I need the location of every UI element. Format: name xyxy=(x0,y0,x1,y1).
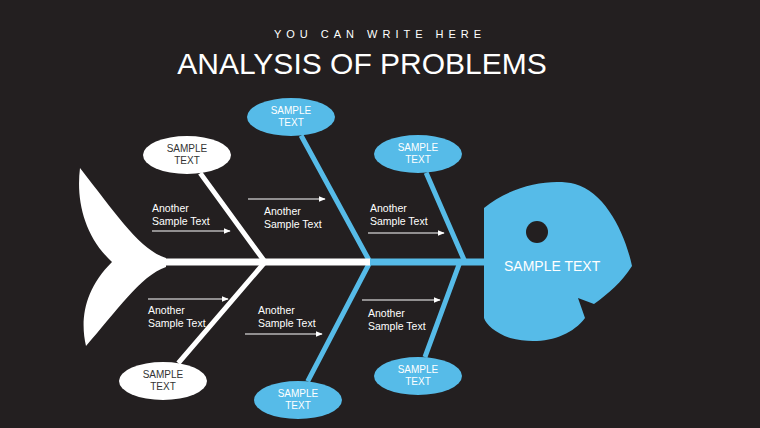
effect-text: SAMPLE TEXT xyxy=(504,258,600,274)
ellipse-outline xyxy=(247,98,335,136)
bone-connector xyxy=(426,173,484,262)
bone-connector xyxy=(301,135,484,262)
cause-label: Another Sample Text xyxy=(148,304,220,329)
cause-ellipse: SAMPLE TEXT xyxy=(143,136,231,174)
ellipse-outline xyxy=(119,362,207,400)
ellipse-outline xyxy=(254,381,342,419)
bone-connector xyxy=(178,262,484,363)
cause-ellipse: SAMPLE TEXT xyxy=(374,357,462,395)
cause-text: SAMPLE TEXT xyxy=(269,388,327,412)
cause-arrow xyxy=(245,333,322,334)
cause-label: Another Sample Text xyxy=(152,202,224,227)
cause-ellipse: SAMPLE TEXT xyxy=(254,381,342,419)
cause-label: Another Sample Text xyxy=(370,202,442,227)
cause-text: SAMPLE TEXT xyxy=(158,143,216,167)
cause-label: Another Sample Text xyxy=(258,304,330,329)
head-outline xyxy=(484,182,632,341)
cause-label: Another Sample Text xyxy=(368,307,440,332)
cause-arrow xyxy=(248,198,325,199)
spine-white xyxy=(150,259,370,266)
cause-text: SAMPLE TEXT xyxy=(262,105,320,129)
cause-text: SAMPLE TEXT xyxy=(134,369,192,393)
ellipse-outline xyxy=(374,135,462,173)
cause-text: SAMPLE TEXT xyxy=(389,142,447,166)
cause-ellipse: SAMPLE TEXT xyxy=(119,362,207,400)
bone-connector xyxy=(425,262,484,357)
cause-ellipse: SAMPLE TEXT xyxy=(247,98,335,136)
bone-connector xyxy=(200,173,484,262)
cause-text: SAMPLE TEXT xyxy=(389,364,447,388)
cause-arrow xyxy=(148,298,228,299)
ellipse-outline xyxy=(143,136,231,174)
fish-head: SAMPLE TEXT xyxy=(480,178,632,346)
cause-arrow xyxy=(362,299,440,300)
cause-label: Another Sample Text xyxy=(264,205,336,230)
fish-eye xyxy=(526,221,548,243)
spine-blue xyxy=(370,259,486,266)
ellipse-outline xyxy=(374,357,462,395)
cause-arrow xyxy=(368,232,444,233)
slide-title: ANALYSIS OF PROBLEMS xyxy=(0,47,724,81)
cause-ellipse: SAMPLE TEXT xyxy=(374,135,462,173)
cause-arrows xyxy=(148,199,444,334)
subtitle: YOU CAN WRITE HERE xyxy=(0,28,760,40)
cause-arrow xyxy=(152,230,230,231)
